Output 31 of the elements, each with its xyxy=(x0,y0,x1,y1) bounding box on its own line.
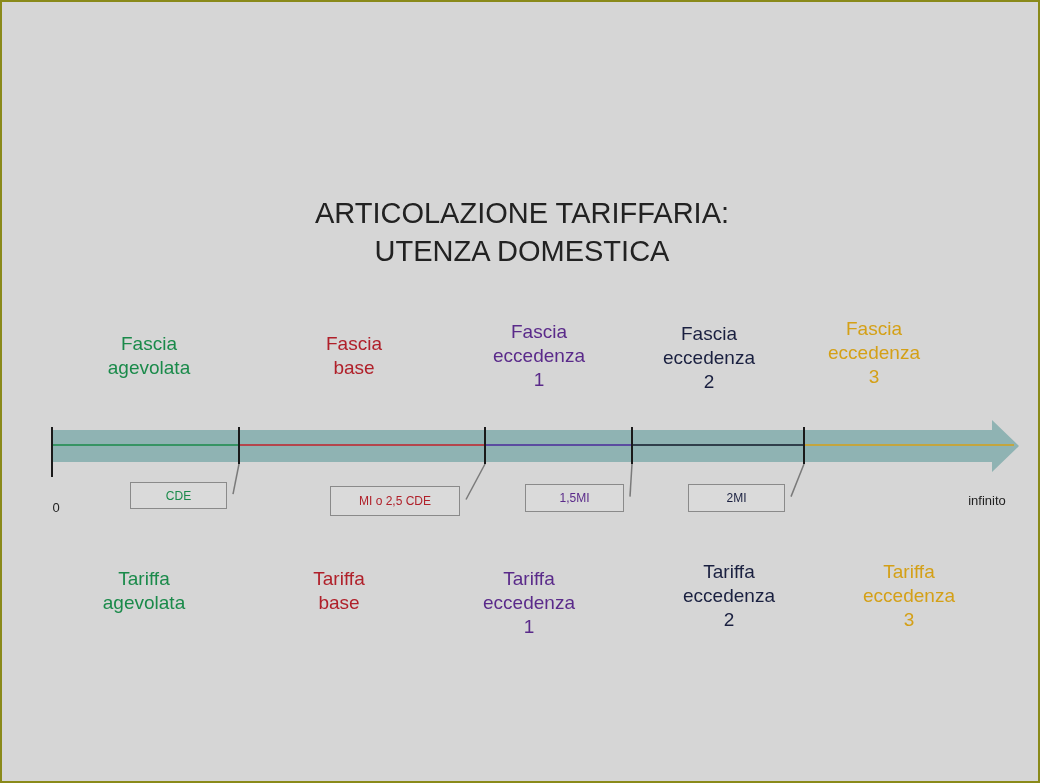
tariff-label: Tariffa base xyxy=(312,567,366,615)
axis-label: infinito xyxy=(967,492,1007,510)
segment-line xyxy=(804,444,1015,446)
tick-mark xyxy=(238,427,240,464)
tick-mark xyxy=(803,427,805,464)
range-label: Fascia agevolata xyxy=(106,332,192,380)
range-label: Fascia eccedenza 2 xyxy=(662,322,756,394)
tick-mark xyxy=(51,427,53,477)
segment-line xyxy=(239,444,485,446)
leader-line xyxy=(232,463,240,495)
tariff-label: Tariffa agevolata xyxy=(101,567,187,615)
axis-label: 0 xyxy=(51,499,61,517)
threshold-label: 2MI xyxy=(688,484,785,512)
threshold-label: 1,5MI xyxy=(525,484,624,512)
tariff-label: Tariffa eccedenza 2 xyxy=(682,560,776,632)
leader-line xyxy=(465,463,486,501)
tariff-label: Tariffa eccedenza 3 xyxy=(862,560,956,632)
range-label: Fascia eccedenza 3 xyxy=(827,317,921,389)
segment-line xyxy=(52,444,239,446)
tick-mark xyxy=(484,427,486,464)
leader-line xyxy=(790,463,805,498)
segment-line xyxy=(485,444,632,446)
range-label: Fascia eccedenza 1 xyxy=(492,320,586,392)
segment-line xyxy=(632,444,804,446)
tariff-label: Tariffa eccedenza 1 xyxy=(482,567,576,639)
threshold-label: CDE xyxy=(130,482,227,509)
threshold-label: MI o 2,5 CDE xyxy=(330,486,460,516)
tick-mark xyxy=(631,427,633,464)
title: ARTICOLAZIONE TARIFFARIA: UTENZA DOMESTICA xyxy=(313,196,731,269)
range-label: Fascia base xyxy=(325,332,383,380)
leader-line xyxy=(629,463,633,498)
